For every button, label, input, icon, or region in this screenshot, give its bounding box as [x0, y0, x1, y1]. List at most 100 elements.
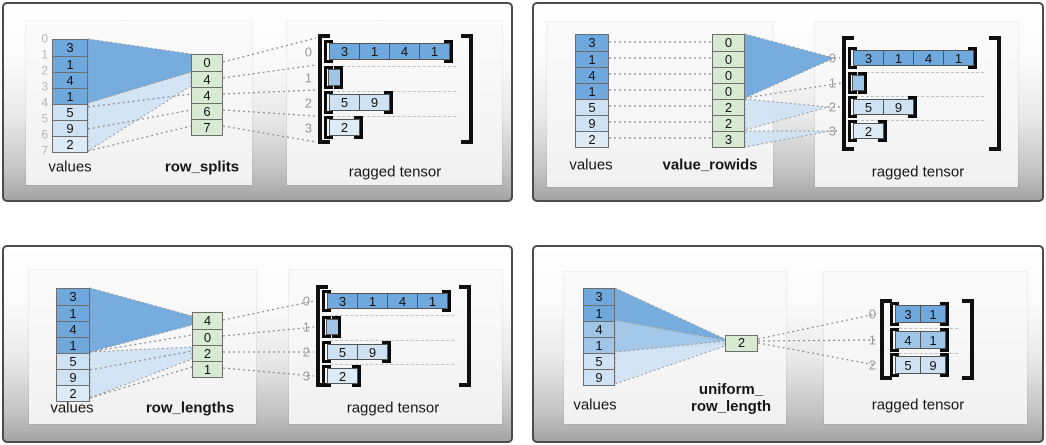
row-close-bracket — [908, 96, 917, 118]
row-open-bracket — [890, 353, 899, 377]
key-cell: 6 — [192, 103, 222, 119]
key-label: uniform_ row_length — [690, 381, 772, 415]
row-close-bracket — [940, 302, 949, 326]
tensor-cell: 9 — [920, 356, 946, 374]
tensor-row-label: 3 — [302, 368, 310, 384]
tensor-cell: 9 — [883, 99, 914, 115]
value-cell: 9 — [57, 369, 89, 385]
value-cell: 3 — [584, 289, 614, 305]
value-index-label: 2 — [41, 63, 48, 78]
tensor-cell: 1 — [883, 50, 914, 66]
row-close-bracket — [444, 40, 453, 63]
row-close-bracket — [382, 341, 391, 363]
row-separator — [330, 315, 454, 316]
row-close-bracket — [878, 120, 887, 142]
values-label: values — [569, 156, 613, 174]
tensor-cell: 4 — [913, 50, 944, 66]
key-cell: 4 — [193, 313, 222, 329]
tensor-row-label: 1 — [868, 332, 876, 348]
tensor-cell: 9 — [359, 94, 390, 111]
tensor-row-label: 2 — [868, 357, 876, 373]
row-close-bracket — [332, 316, 341, 338]
row-open-bracket — [324, 91, 333, 114]
value-index-label: 3 — [41, 79, 48, 94]
value-cell: 3 — [57, 289, 89, 305]
value-cell: 5 — [584, 353, 614, 369]
tensor-row-label: 1 — [828, 75, 836, 91]
row-open-bracket — [324, 116, 333, 139]
row-separator — [332, 65, 456, 67]
tensor-close-bracket — [989, 36, 1001, 151]
key-cell: 3 — [713, 131, 744, 147]
row-close-bracket — [442, 290, 451, 312]
row-close-bracket — [940, 353, 949, 377]
value-cell: 1 — [57, 337, 89, 353]
tensor-cell: 4 — [389, 43, 420, 60]
tensor-cell: 5 — [853, 99, 884, 115]
tensor-label: ragged tensor — [346, 399, 440, 417]
tensor-cell: 2 — [853, 123, 884, 139]
value-cell: 1 — [584, 305, 614, 321]
tensor-cell: 1 — [359, 43, 390, 60]
tensor-row-label: 3 — [304, 120, 312, 135]
tensor-cell: 2 — [329, 119, 360, 136]
value-cell: 9 — [576, 115, 608, 131]
tensor-row-label: 0 — [302, 293, 310, 309]
row-open-bracket — [848, 72, 857, 94]
key-cell: 7 — [192, 119, 222, 135]
tensor-row-label: 2 — [828, 99, 836, 115]
value-cell: 5 — [57, 353, 89, 369]
row-open-bracket — [848, 120, 857, 142]
key-cell: 0 — [193, 329, 222, 345]
tensor-open-bracket — [842, 36, 854, 151]
tensor-label: ragged tensor — [871, 163, 965, 181]
tensor-cell: 5 — [895, 356, 921, 374]
tensor-cell: 3 — [329, 43, 360, 60]
tensor-cell: 1 — [920, 331, 946, 349]
tensor-open-bracket — [318, 34, 330, 144]
row-separator — [856, 71, 984, 73]
value-cell: 4 — [576, 67, 608, 83]
key-cell: 0 — [713, 83, 744, 99]
row-close-bracket — [940, 328, 949, 352]
row-open-bracket — [324, 66, 333, 89]
row-close-bracket — [334, 66, 343, 89]
row-open-bracket — [848, 47, 857, 69]
row-open-bracket — [322, 316, 331, 338]
value-index-label: 0 — [41, 31, 48, 46]
value-cell: 5 — [576, 99, 608, 115]
key-cell: 4 — [192, 87, 222, 103]
row-open-bracket — [322, 365, 331, 387]
tensor-row-label: 0 — [828, 50, 836, 66]
tensor-cell: 4 — [895, 331, 921, 349]
value-cell: 2 — [576, 131, 608, 147]
value-cell: 1 — [584, 337, 614, 353]
row-open-bracket — [848, 96, 857, 118]
value-cell: 2 — [53, 136, 87, 152]
tensor-row-label: 3 — [828, 123, 836, 139]
row-separator — [330, 364, 454, 365]
values-label: values — [573, 396, 617, 414]
tensor-open-bracket — [880, 299, 892, 380]
tensor-close-bracket — [962, 299, 974, 380]
value-cell: 4 — [57, 321, 89, 337]
values-label: values — [50, 399, 94, 417]
tensor-cell: 1 — [419, 43, 450, 60]
value-cell: 3 — [576, 35, 608, 51]
tensor-cell: 5 — [329, 94, 360, 111]
value-cell: 4 — [584, 321, 614, 337]
value-cell: 1 — [576, 51, 608, 67]
value-cell: 1 — [53, 88, 87, 104]
tensor-cell: 1 — [920, 305, 946, 323]
row-separator — [856, 95, 984, 97]
value-index-label: 4 — [41, 95, 48, 110]
tensor-cell: 2 — [327, 368, 358, 384]
tensor-cell: 1 — [357, 293, 388, 309]
key-cell: 0 — [713, 67, 744, 83]
